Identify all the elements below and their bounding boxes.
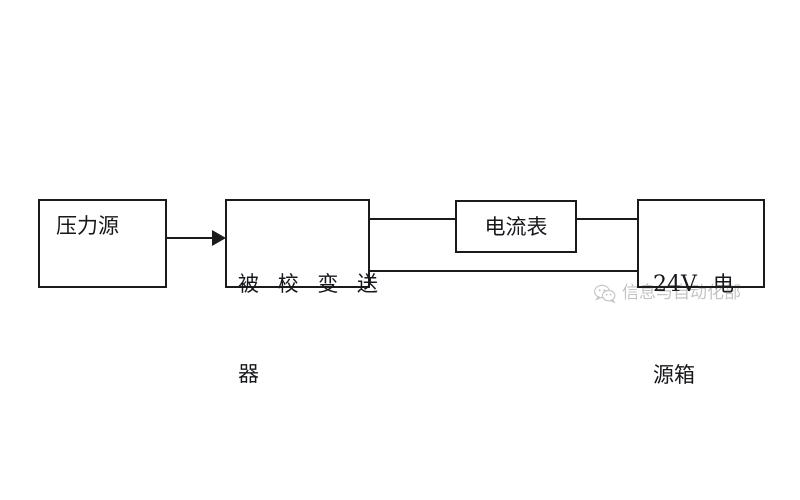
block-power-supply-label-line1-char: 电 <box>712 272 734 296</box>
block-pressure-source: 压力源 <box>38 199 167 288</box>
connector-source-to-transmitter <box>167 237 219 239</box>
block-transmitter-label-line2: 器 <box>238 362 259 386</box>
block-power-supply-label-line1: 24V 电 <box>653 269 763 300</box>
connector-transmitter-to-power-supply <box>370 270 639 272</box>
block-transmitter-label: 被 校 变 送 器 <box>227 209 385 449</box>
block-power-supply-label-line2: 源箱 <box>653 363 695 387</box>
connector-ammeter-to-power-supply <box>577 218 639 220</box>
block-pressure-source-label: 压力源 <box>56 214 119 238</box>
block-power-supply-voltage: 24V <box>653 272 697 297</box>
wechat-icon <box>594 284 616 303</box>
block-ammeter-label: 电流表 <box>484 215 548 239</box>
connector-transmitter-to-ammeter <box>370 218 457 220</box>
block-transmitter: 被 校 变 送 器 <box>225 199 378 386</box>
block-power-supply: 24V 电 源箱 <box>637 199 765 387</box>
block-transmitter-label-line1: 被 校 变 送 <box>238 272 385 296</box>
block-power-supply-label: 24V 电 源箱 <box>639 209 763 450</box>
arrowhead-icon <box>212 230 226 246</box>
block-ammeter: 电流表 <box>455 200 577 253</box>
